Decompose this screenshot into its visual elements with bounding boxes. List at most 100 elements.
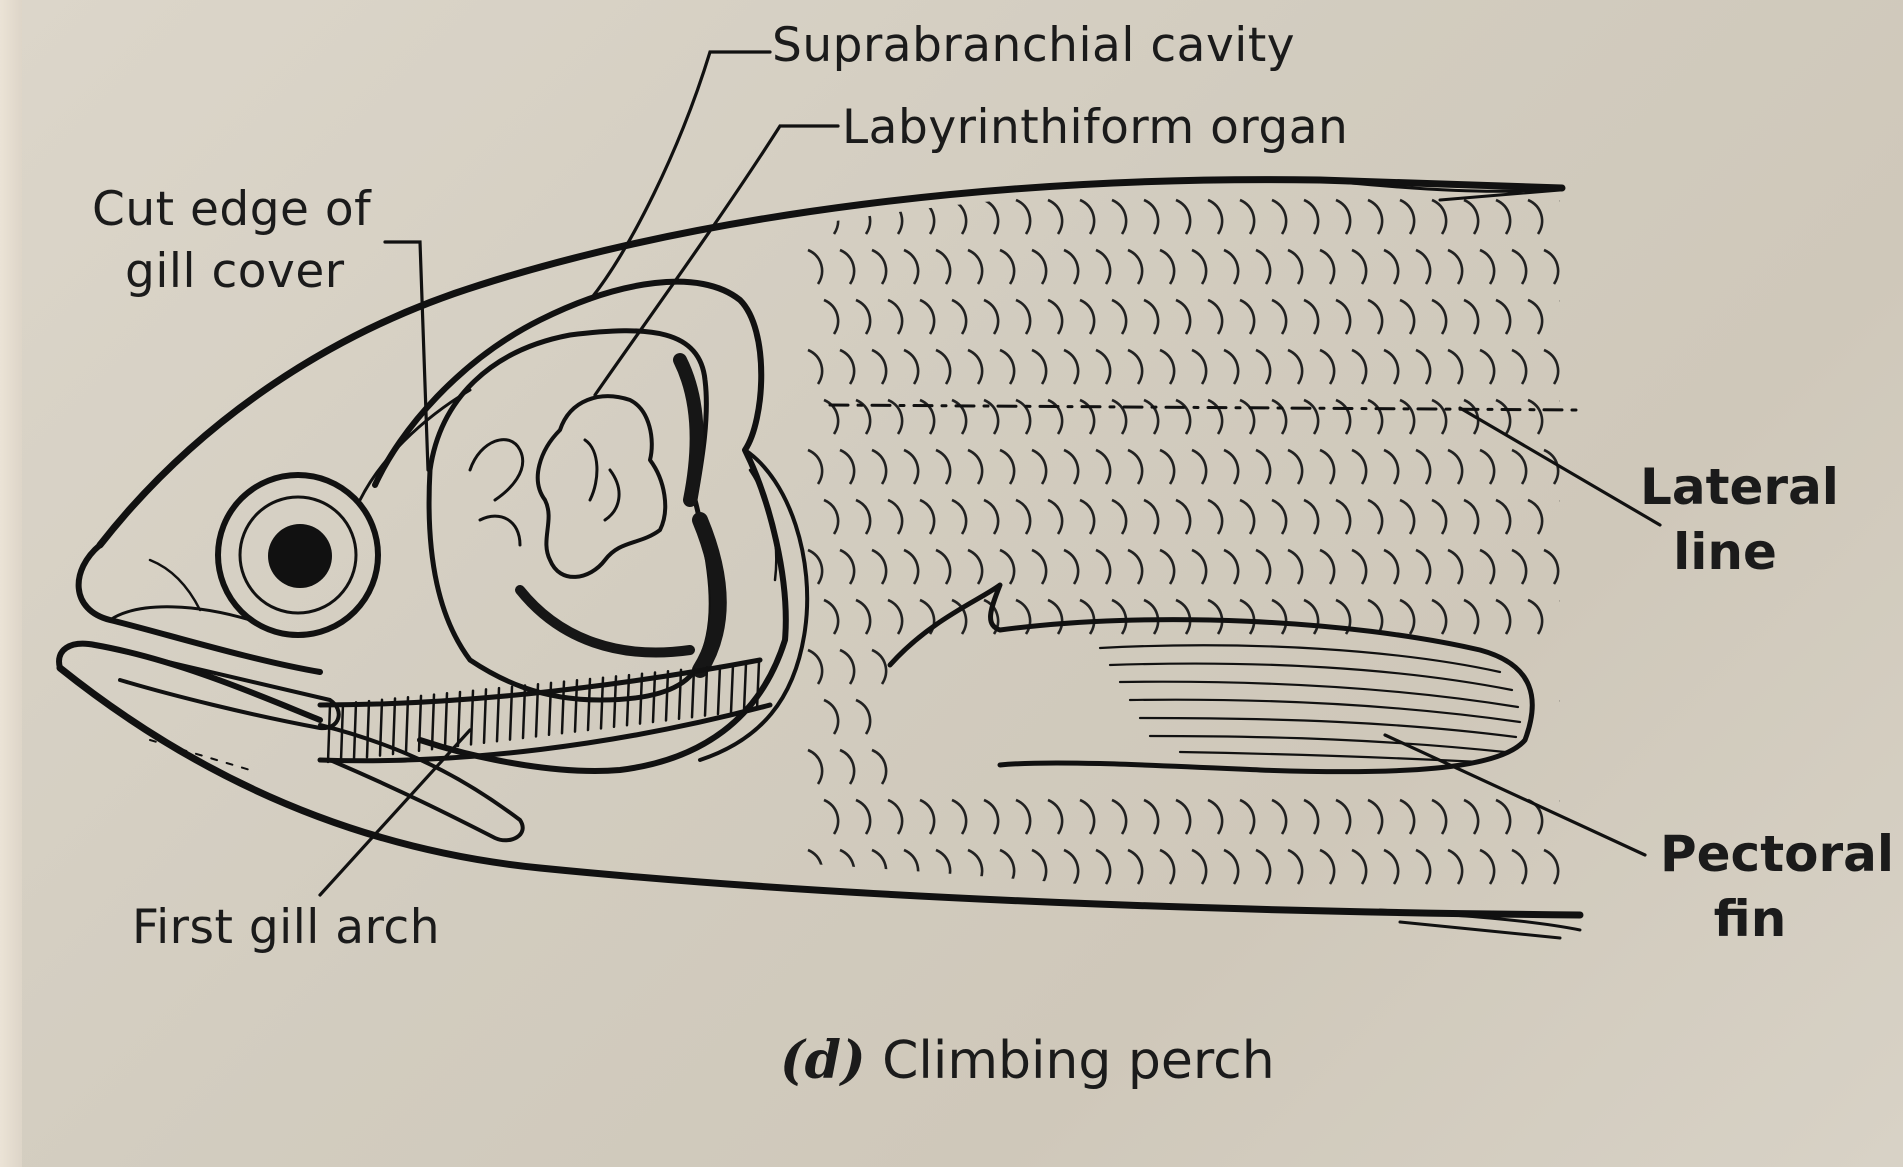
scale: [1400, 300, 1414, 334]
gill-filament: [757, 662, 759, 709]
scale: [1576, 650, 1590, 684]
scale: [1432, 800, 1446, 834]
scale: [1512, 350, 1526, 384]
scale: [840, 650, 854, 684]
scale: [1480, 350, 1494, 384]
scale: [1128, 450, 1142, 484]
scale: [1464, 600, 1478, 634]
scale: [1464, 200, 1478, 234]
scale: [1512, 550, 1526, 584]
scale: [1224, 450, 1238, 484]
label-cut-edge-line2: gill cover: [125, 244, 345, 299]
scale: [1240, 400, 1254, 434]
scale: [1240, 800, 1254, 834]
scale: [1064, 850, 1078, 884]
scale: [1000, 450, 1014, 484]
scale: [1064, 550, 1078, 584]
scale: [936, 450, 950, 484]
scale: [808, 550, 822, 584]
scale: [888, 300, 902, 334]
scale: [1048, 800, 1062, 834]
scale: [1432, 200, 1446, 234]
scale: [840, 750, 854, 784]
scale: [1208, 400, 1222, 434]
scale: [1576, 850, 1590, 884]
scale: [1176, 200, 1190, 234]
scale: [1144, 500, 1158, 534]
scale: [888, 800, 902, 834]
scale: [1080, 300, 1094, 334]
scale: [1336, 500, 1350, 534]
scale: [1368, 300, 1382, 334]
scale: [1048, 600, 1062, 634]
scale: [1144, 400, 1158, 434]
scale: [1464, 300, 1478, 334]
scale: [1016, 300, 1030, 334]
scale: [1176, 600, 1190, 634]
leader-labyrinthiform: [595, 126, 838, 395]
scale: [1480, 550, 1494, 584]
scale: [1368, 400, 1382, 434]
scale: [1144, 200, 1158, 234]
scale: [1000, 850, 1014, 884]
scale: [1544, 550, 1558, 584]
scale: [1160, 550, 1174, 584]
scale: [1272, 300, 1286, 334]
scale: [1080, 500, 1094, 534]
scale: [984, 800, 998, 834]
scale: [856, 600, 870, 634]
scale: [1352, 550, 1366, 584]
scale: [1560, 600, 1574, 634]
scale: [1192, 550, 1206, 584]
scale: [1496, 500, 1510, 534]
scale: [1256, 250, 1270, 284]
scale: [1528, 400, 1542, 434]
scale: [1208, 500, 1222, 534]
scale: [1016, 200, 1030, 234]
gill-filament: [718, 666, 720, 714]
scale: [1560, 500, 1574, 534]
scale: [1048, 200, 1062, 234]
scale: [1528, 200, 1542, 234]
scale: [1272, 200, 1286, 234]
scale: [1192, 350, 1206, 384]
scale: [840, 350, 854, 384]
label-lateral-line-2: line: [1640, 520, 1810, 585]
labyrinthiform-organ: [538, 396, 665, 577]
scale: [1016, 500, 1030, 534]
scale: [1576, 250, 1590, 284]
pectoral-fin-rays: [1100, 645, 1520, 762]
scale: [936, 550, 950, 584]
scale: [1208, 200, 1222, 234]
scale: [952, 500, 966, 534]
scale: [840, 850, 854, 884]
scale: [920, 500, 934, 534]
scale: [936, 250, 950, 284]
scale: [1448, 250, 1462, 284]
caption-letter: (d): [780, 1030, 866, 1091]
scale: [1496, 800, 1510, 834]
scale: [1112, 300, 1126, 334]
scale: [856, 800, 870, 834]
scale: [1224, 550, 1238, 584]
gill-filament: [679, 670, 681, 719]
label-first-gill-arch: First gill arch: [132, 900, 440, 955]
scale: [1272, 500, 1286, 534]
label-lateral-line: Lateral line: [1640, 455, 1810, 585]
scale: [1112, 800, 1126, 834]
scale: [1384, 350, 1398, 384]
scale: [1448, 850, 1462, 884]
scale: [888, 500, 902, 534]
scale: [1160, 350, 1174, 384]
scale: [1176, 500, 1190, 534]
scale: [1400, 400, 1414, 434]
scale: [1416, 450, 1430, 484]
scale: [1352, 350, 1366, 384]
scale: [1144, 300, 1158, 334]
scale: [936, 850, 950, 884]
scale: [808, 750, 822, 784]
scale: [1224, 250, 1238, 284]
scale: [1096, 250, 1110, 284]
scale: [1512, 250, 1526, 284]
scale: [1448, 550, 1462, 584]
